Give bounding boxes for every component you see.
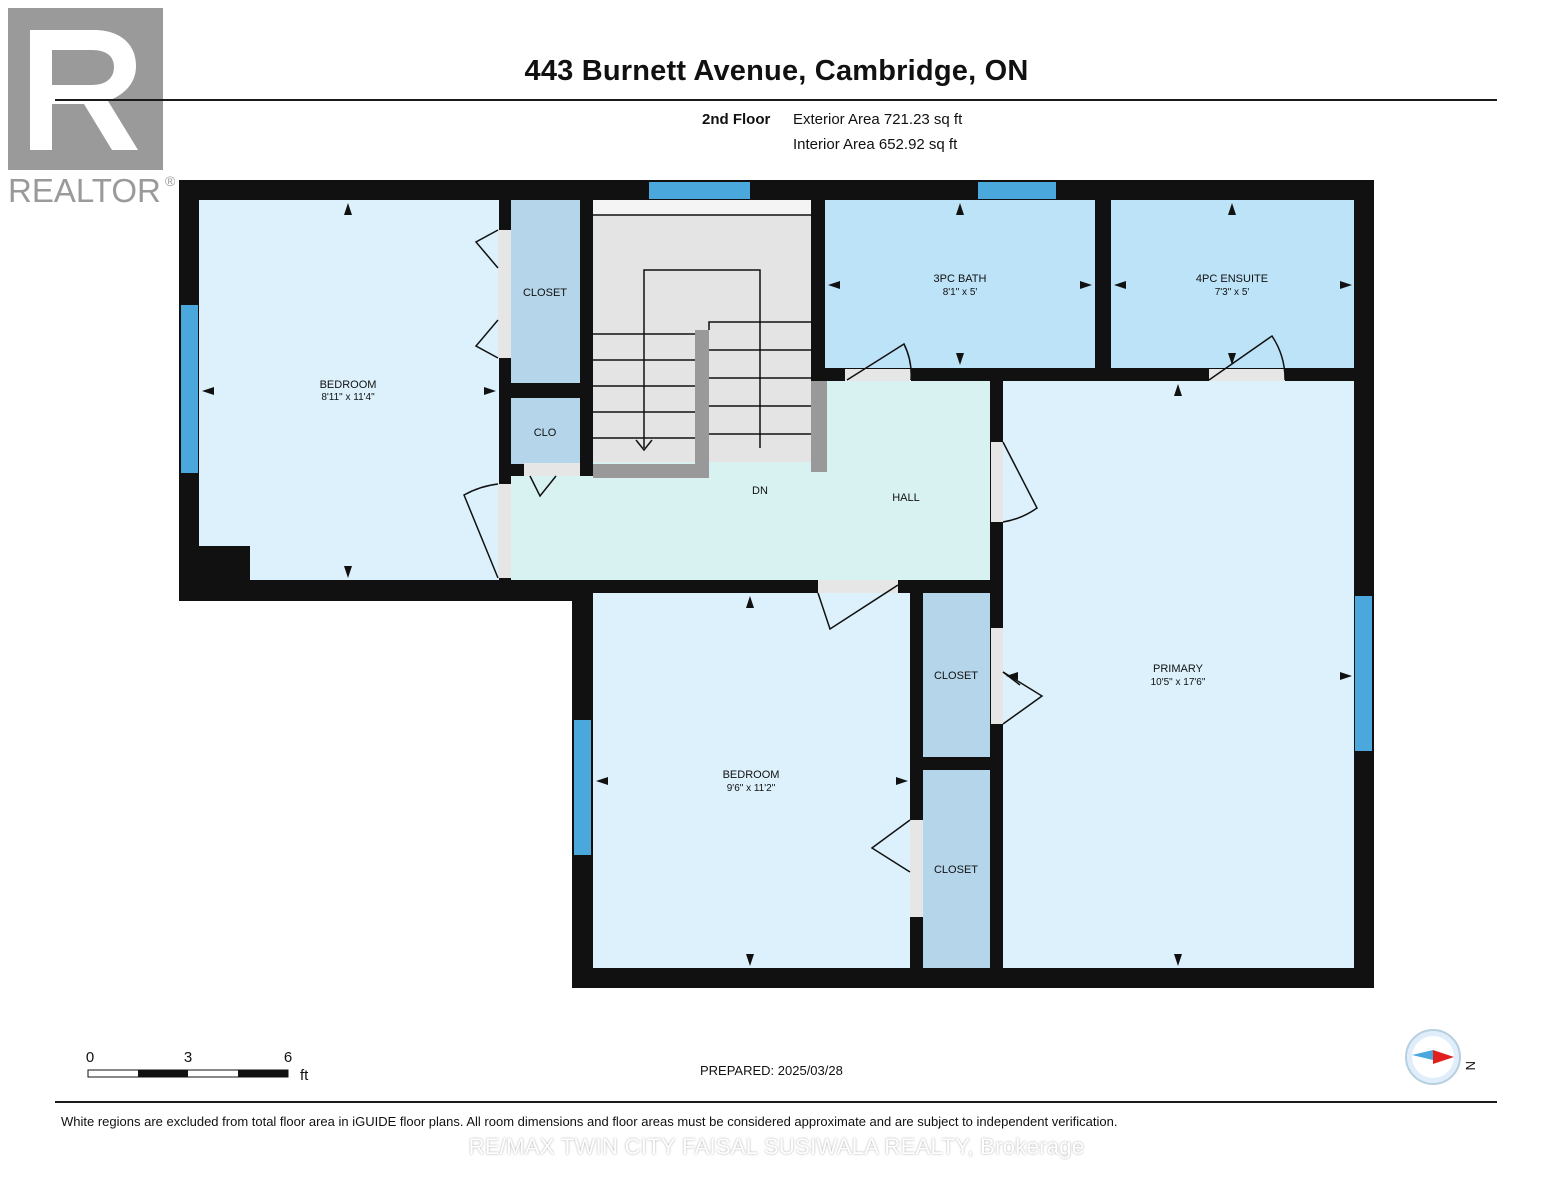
realtor-logo: REALTOR ® bbox=[8, 8, 176, 209]
registered-mark: ® bbox=[165, 173, 176, 189]
label-closet-mid: CLOSET bbox=[934, 670, 978, 682]
label-4pc-ensuite: 4PC ENSUITE bbox=[1196, 273, 1268, 285]
compass-north-label: N bbox=[1463, 1061, 1478, 1070]
interior-area: Interior Area 652.92 sq ft bbox=[793, 136, 958, 153]
room-bedroom-nw[interactable] bbox=[199, 200, 499, 580]
realtor-wordmark: REALTOR bbox=[8, 172, 161, 209]
label-bedroom-nw: BEDROOM bbox=[320, 379, 377, 391]
label-clo: CLO bbox=[534, 427, 557, 439]
brokerage-watermark: RE/MAX TWIN CITY FAISAL SUSIWALA REALTY,… bbox=[468, 1134, 1085, 1159]
room-clo[interactable] bbox=[511, 398, 580, 464]
scale-unit: ft bbox=[300, 1067, 309, 1084]
room-bedroom-s[interactable] bbox=[593, 593, 910, 968]
dims-primary: 10'5" x 17'6" bbox=[1151, 677, 1206, 688]
label-stairs-down: DN bbox=[752, 485, 768, 497]
room-4pc-ensuite[interactable] bbox=[1111, 200, 1354, 368]
page-title: 443 Burnett Avenue, Cambridge, ON bbox=[524, 55, 1029, 87]
room-primary[interactable] bbox=[1003, 381, 1354, 968]
footer-rule bbox=[55, 1101, 1497, 1103]
prepared-date: PREPARED: 2025/03/28 bbox=[700, 1063, 843, 1078]
realtor-r-icon bbox=[30, 30, 138, 150]
exterior-area: Exterior Area 721.23 sq ft bbox=[793, 111, 963, 128]
room-hall[interactable] bbox=[511, 381, 990, 580]
windows bbox=[181, 182, 1372, 855]
doors bbox=[463, 229, 1286, 917]
label-closet-low: CLOSET bbox=[934, 864, 978, 876]
compass-icon: N bbox=[1405, 1029, 1478, 1085]
scale-tick-6: 6 bbox=[284, 1049, 292, 1066]
room-closet-nw[interactable] bbox=[511, 200, 580, 383]
room-closet-mid[interactable] bbox=[923, 593, 990, 757]
label-primary: PRIMARY bbox=[1153, 663, 1204, 675]
dims-bedroom-nw: 8'11" x 11'4" bbox=[321, 392, 375, 403]
label-3pc-bath: 3PC BATH bbox=[934, 273, 987, 285]
scale-tick-0: 0 bbox=[86, 1049, 94, 1066]
disclaimer-text: White regions are excluded from total fl… bbox=[61, 1114, 1118, 1129]
scale-bar: 0 3 6 ft bbox=[86, 1049, 309, 1084]
floor-name: 2nd Floor bbox=[702, 111, 771, 128]
staircase bbox=[593, 200, 827, 478]
dims-4pc-ensuite: 7'3" x 5' bbox=[1215, 287, 1250, 298]
dimension-arrows bbox=[202, 203, 1352, 966]
dims-bedroom-s: 9'6" x 11'2" bbox=[727, 783, 776, 794]
room-3pc-bath[interactable] bbox=[825, 200, 1095, 368]
room-labels: BEDROOM 8'11" x 11'4" CLOSET CLO DN HALL… bbox=[320, 273, 1268, 876]
label-bedroom-s: BEDROOM bbox=[723, 769, 780, 781]
room-closet-low[interactable] bbox=[923, 770, 990, 968]
scale-tick-3: 3 bbox=[184, 1049, 192, 1066]
label-hall: HALL bbox=[892, 492, 920, 504]
dims-3pc-bath: 8'1" x 5' bbox=[943, 287, 978, 298]
header-rule bbox=[55, 99, 1497, 101]
label-closet-nw: CLOSET bbox=[523, 287, 567, 299]
